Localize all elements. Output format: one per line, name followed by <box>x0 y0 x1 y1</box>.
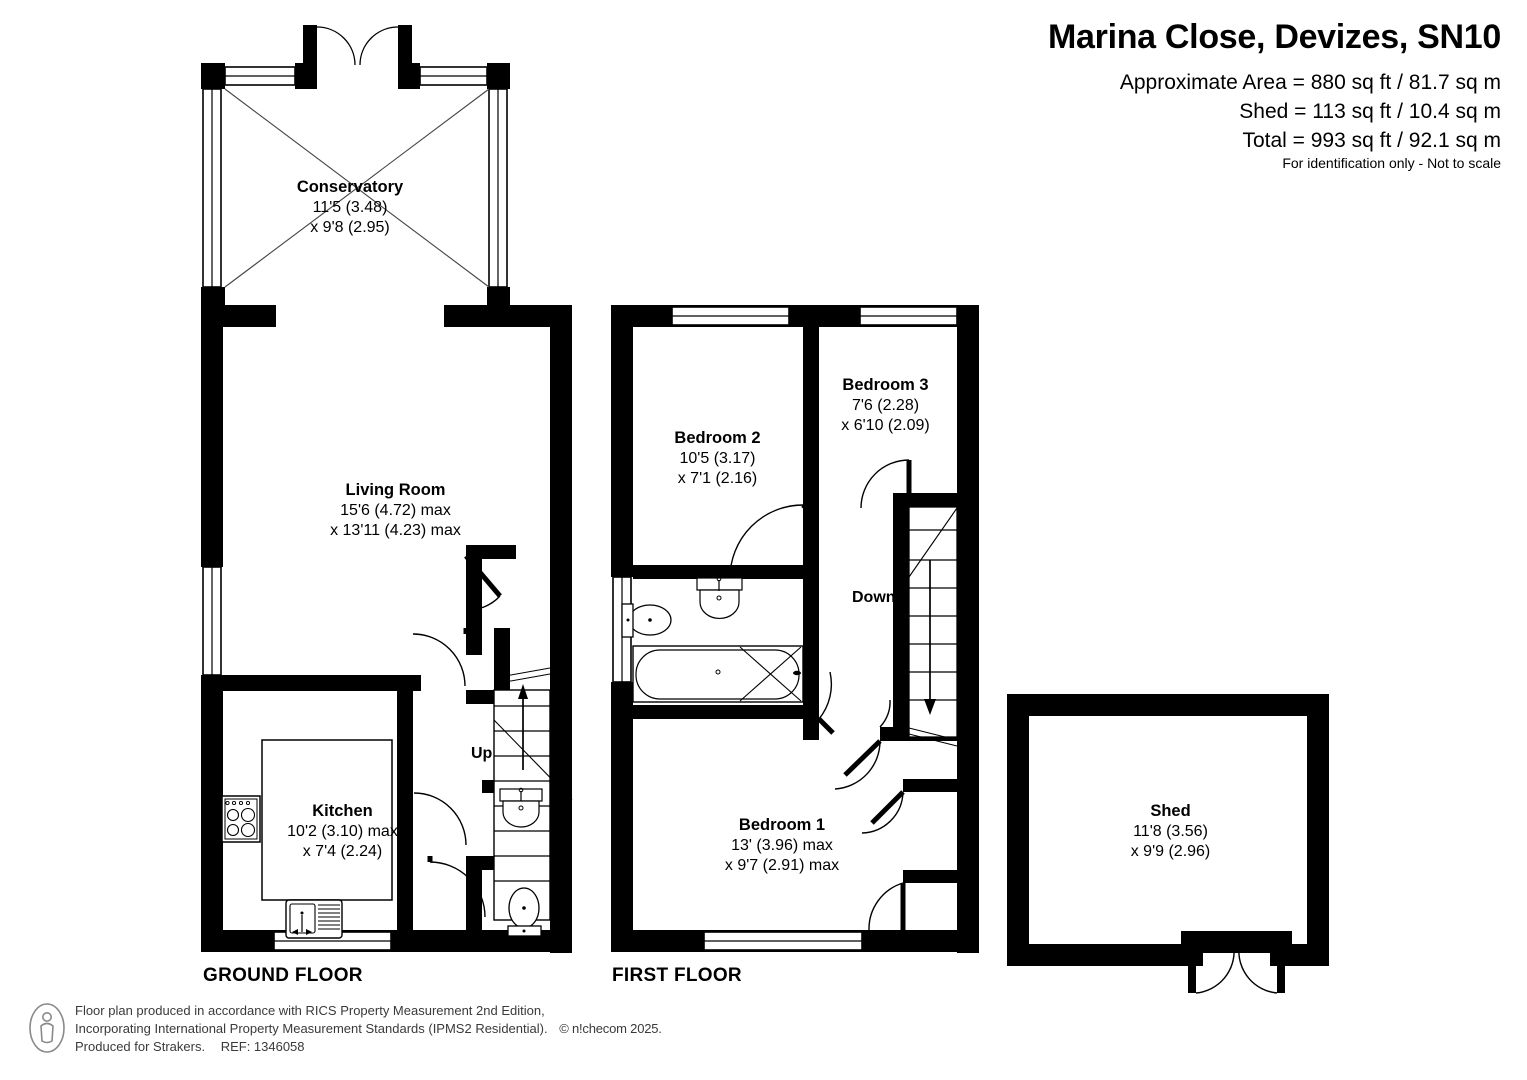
stair-label-up: Up <box>471 745 493 762</box>
area-line-total: Total = 993 sq ft / 92.1 sq m <box>1242 129 1501 152</box>
accessibility-person-icon <box>29 1003 65 1053</box>
ground-wc-fixtures <box>499 787 543 937</box>
area-summary: Approximate Area = 880 sq ft / 81.7 sq m… <box>1120 68 1501 155</box>
area-line-approx: Approximate Area = 880 sq ft / 81.7 sq m <box>1119 71 1501 94</box>
room-dim-2: x 7'4 (2.24) <box>302 843 383 860</box>
page-title: Marina Close, Devizes, SN10 <box>1048 18 1501 56</box>
room-name: Bedroom 3 <box>842 376 929 394</box>
first-floor-plan <box>611 305 979 953</box>
kitchen-fixtures <box>221 739 393 939</box>
room-dim-1: 11'5 (3.48) <box>312 199 388 216</box>
room-dim-1: 7'6 (2.28) <box>851 397 920 414</box>
room-name: Shed <box>1150 802 1191 820</box>
stairs-down <box>892 506 958 747</box>
bathroom-fixtures <box>621 576 804 703</box>
room-name: Conservatory <box>296 178 404 196</box>
room-name: Kitchen <box>312 802 373 820</box>
footer-ref: REF: 1346058 <box>220 1039 305 1054</box>
room-dim-2: x 9'7 (2.91) max <box>724 857 840 874</box>
room-dim-2: x 9'8 (2.95) <box>310 219 390 236</box>
room-name: Bedroom 2 <box>674 429 761 447</box>
room-dim-2: x 13'11 (4.23) max <box>330 522 461 539</box>
stair-label-down: Down <box>852 589 896 606</box>
copyright-text: © n!checom 2025. <box>559 1021 662 1036</box>
ground-floor-plan <box>201 25 573 953</box>
room-name: Living Room <box>345 481 446 499</box>
room-dim-2: x 7'1 (2.16) <box>677 470 758 487</box>
footer-note: Floor plan produced in accordance with R… <box>75 1002 662 1056</box>
conservatory-structure <box>201 25 510 312</box>
ground-floor-doors <box>412 554 502 918</box>
footer-line-2: Incorporating International Property Mea… <box>75 1021 548 1036</box>
first-floor-doors <box>729 459 912 931</box>
floor-label-first: FIRST FLOOR <box>612 965 742 986</box>
room-dim-1: 13' (3.96) max <box>731 837 833 854</box>
first-floor-walls <box>611 305 979 953</box>
room-label-conservatory: Conservatory 11'5 (3.48) x 9'8 (2.95) <box>235 177 465 238</box>
room-label-shed: Shed 11'8 (3.56) x 9'9 (2.96) <box>1078 801 1263 862</box>
room-label-kitchen: Kitchen 10'2 (3.10) max x 7'4 (2.24) <box>235 801 450 862</box>
scale-disclaimer: For identification only - Not to scale <box>1282 155 1501 171</box>
floor-label-ground: GROUND FLOOR <box>203 965 363 986</box>
room-dim-2: x 9'9 (2.96) <box>1130 843 1211 860</box>
shed-plan <box>1007 694 1329 994</box>
room-label-living-room: Living Room 15'6 (4.72) max x 13'11 (4.2… <box>273 480 518 541</box>
room-dim-1: 10'2 (3.10) max <box>287 823 398 840</box>
footer-line-1: Floor plan produced in accordance with R… <box>75 1003 545 1018</box>
room-label-bedroom-2: Bedroom 2 10'5 (3.17) x 7'1 (2.16) <box>630 428 805 489</box>
room-label-bedroom-3: Bedroom 3 7'6 (2.28) x 6'10 (2.09) <box>798 375 973 436</box>
room-dim-2: x 6'10 (2.09) <box>841 417 930 434</box>
area-line-shed: Shed = 113 sq ft / 10.4 sq m <box>1239 100 1501 123</box>
room-label-bedroom-1: Bedroom 1 13' (3.96) max x 9'7 (2.91) ma… <box>672 815 892 876</box>
room-name: Bedroom 1 <box>738 816 826 834</box>
room-dim-1: 11'8 (3.56) <box>1133 823 1208 840</box>
room-dim-1: 15'6 (4.72) max <box>340 502 451 519</box>
footer-produced-for: Produced for Strakers. <box>75 1039 206 1054</box>
room-dim-1: 10'5 (3.17) <box>679 450 756 467</box>
